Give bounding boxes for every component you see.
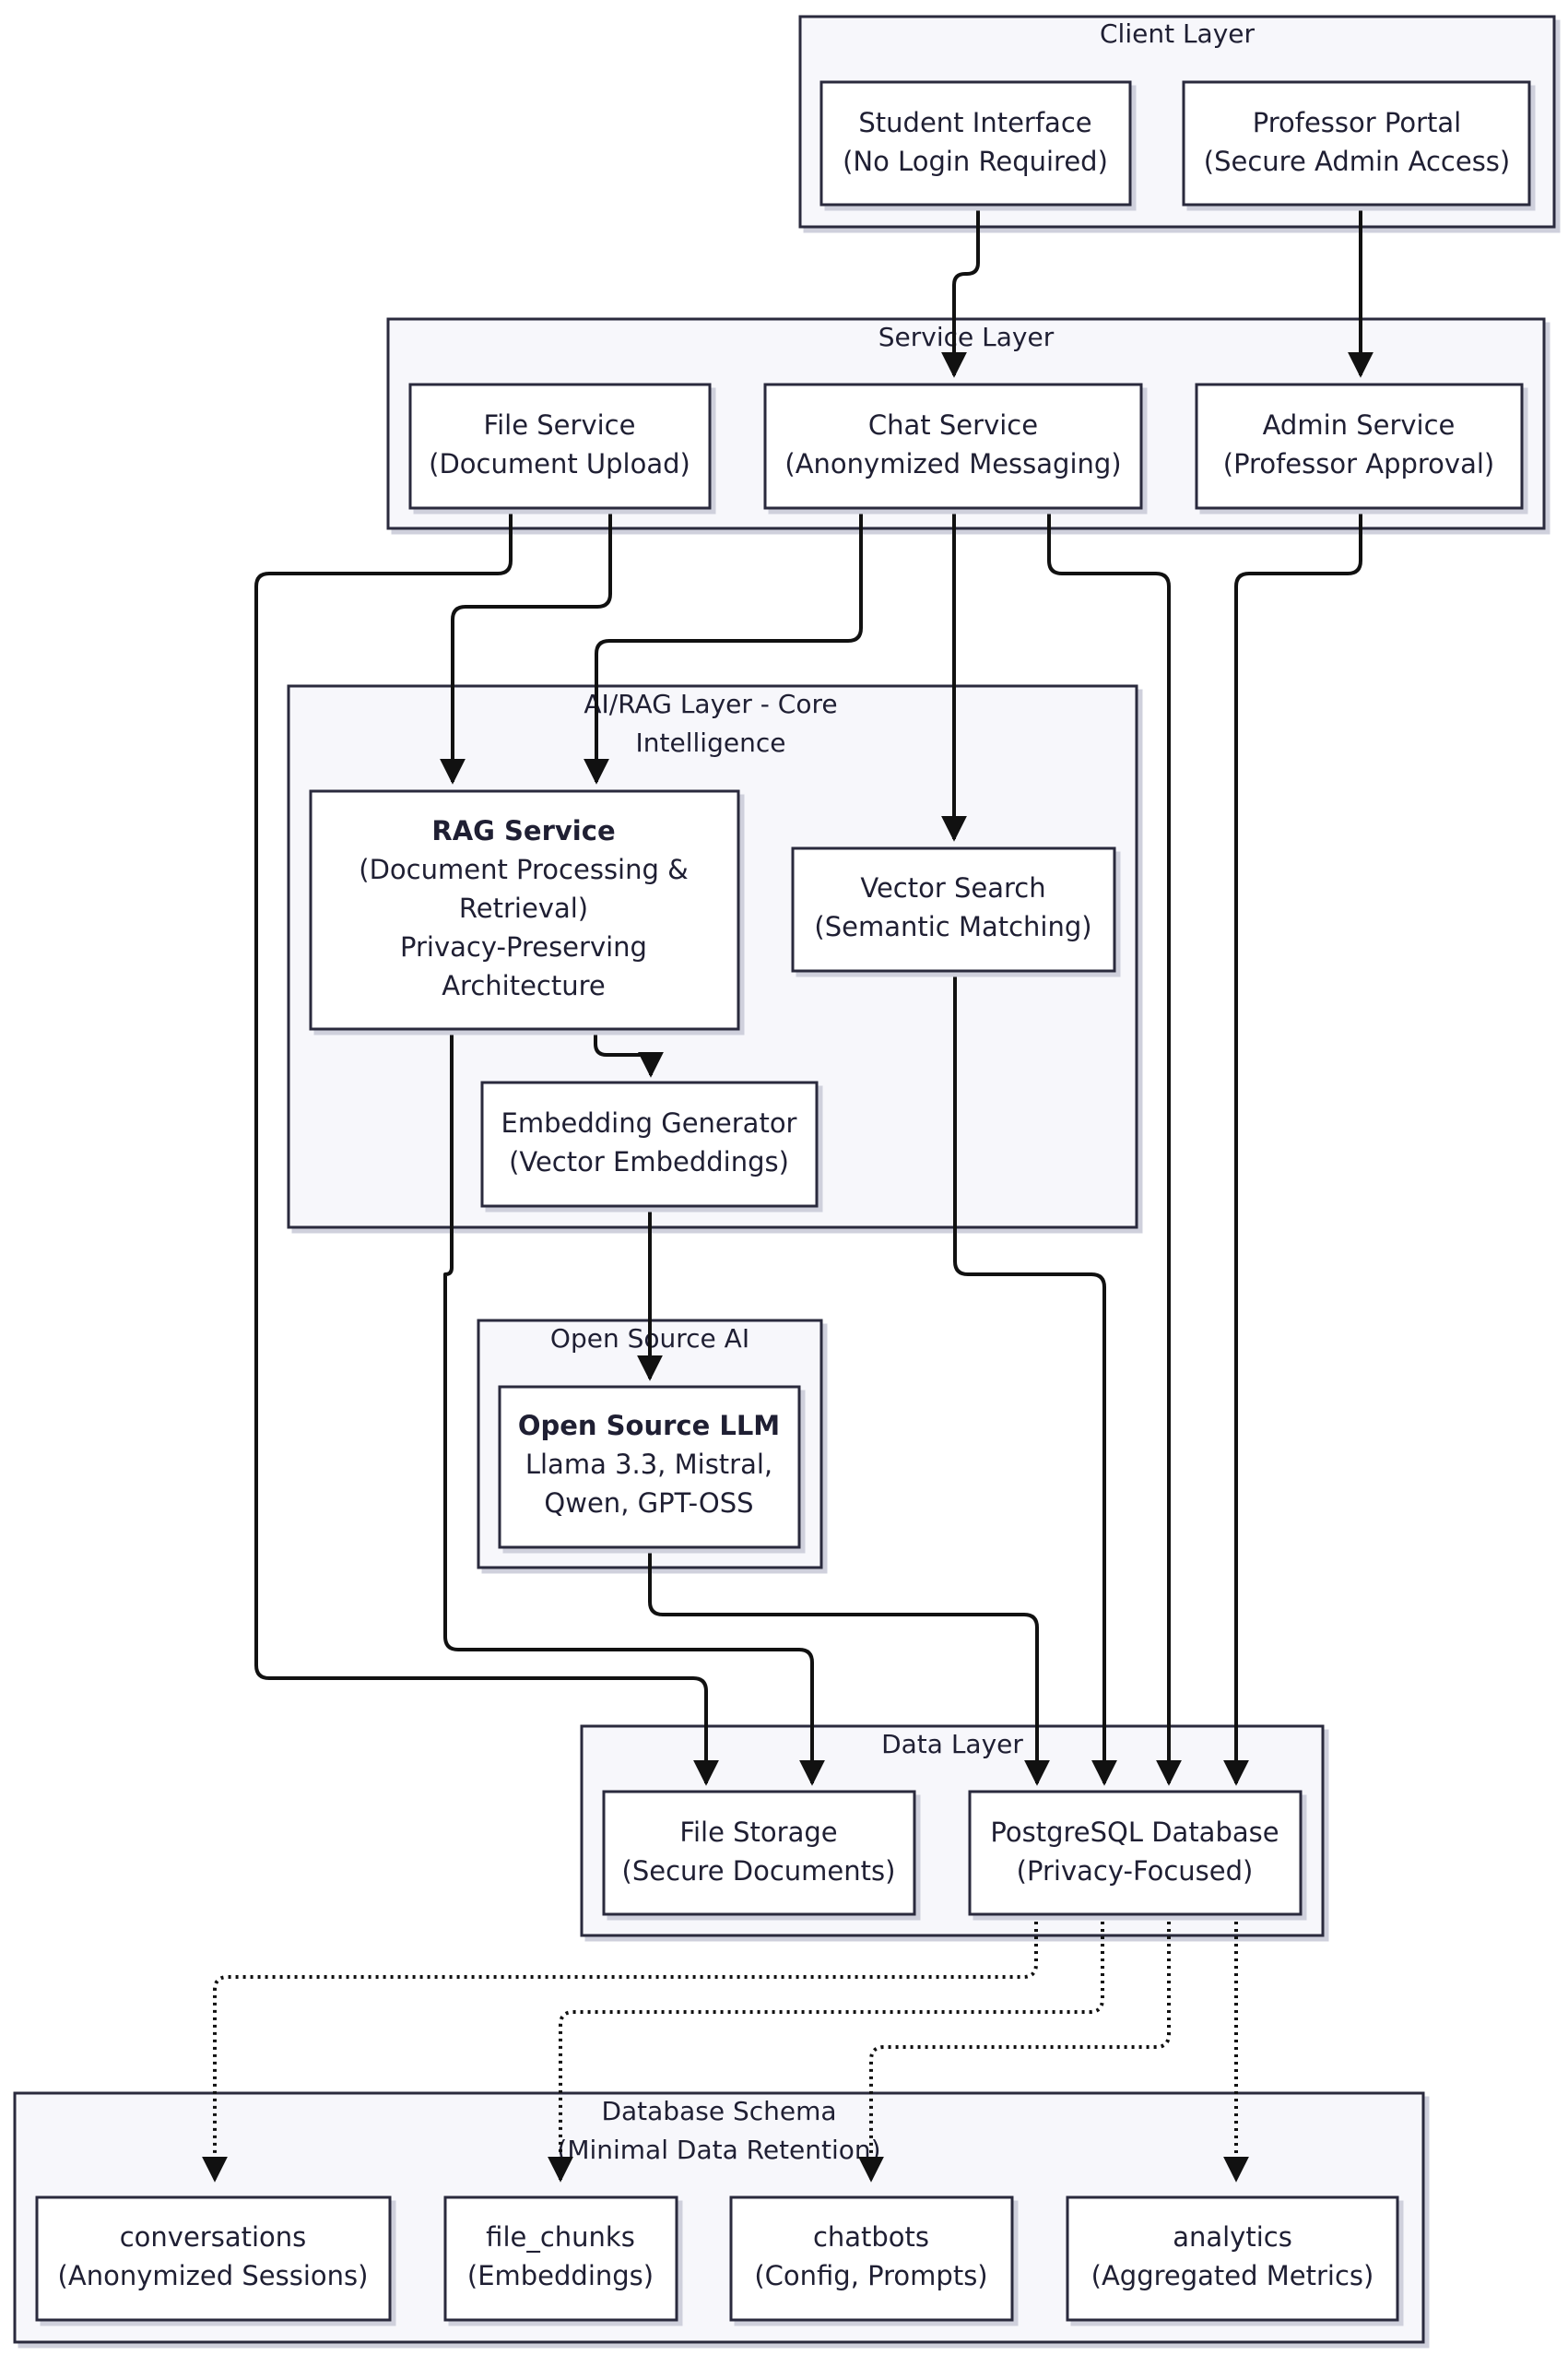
node-student-line1: Student Interface xyxy=(858,107,1091,138)
node-analytics: analytics (Aggregated Metrics) xyxy=(1066,2195,1399,2322)
node-adminservice-line1: Admin Service xyxy=(1263,409,1456,441)
node-chatservice-line2: (Anonymized Messaging) xyxy=(784,448,1121,479)
node-filestorage-line1: File Storage xyxy=(679,1817,837,1848)
node-adminservice-line2: (Professor Approval) xyxy=(1223,448,1494,479)
node-analytics-line1: analytics xyxy=(1173,2221,1292,2253)
node-vectorsearch-line1: Vector Search xyxy=(860,872,1045,904)
node-chatbots: chatbots (Config, Prompts) xyxy=(729,2195,1014,2322)
node-chatservice-line1: Chat Service xyxy=(868,409,1038,441)
node-rag-line3: Retrieval) xyxy=(459,893,588,924)
node-professor-portal: Professor Portal (Secure Admin Access) xyxy=(1182,80,1531,207)
node-vector-search: Vector Search (Semantic Matching) xyxy=(791,846,1116,973)
group-title-schema-line1: Database Schema xyxy=(601,2096,836,2126)
node-embedding-generator: Embedding Generator (Vector Embeddings) xyxy=(480,1081,819,1208)
node-student-interface: Student Interface (No Login Required) xyxy=(819,80,1132,207)
group-title-client: Client Layer xyxy=(1100,18,1256,49)
edge-fileservice-to-filestorage xyxy=(254,508,719,1786)
edge-chat-to-postgres xyxy=(1047,508,1182,1786)
group-title-data: Data Layer xyxy=(881,1729,1023,1759)
node-conversations-line1: conversations xyxy=(120,2221,307,2253)
edge-chat-to-rag xyxy=(584,508,863,785)
node-rag-line2: (Document Processing & xyxy=(359,854,688,885)
node-postgres-line2: (Privacy-Focused) xyxy=(1017,1855,1254,1887)
node-analytics-line2: (Aggregated Metrics) xyxy=(1091,2260,1374,2291)
node-embedding-line2: (Vector Embeddings) xyxy=(509,1146,789,1178)
node-file-chunks: file_chunks (Embeddings) xyxy=(443,2195,678,2322)
node-rag-line4: Privacy-Preserving xyxy=(400,931,647,963)
node-llm-line3: Qwen, GPT-OSS xyxy=(544,1487,753,1519)
node-fileservice-line2: (Document Upload) xyxy=(429,448,690,479)
node-file-service: File Service (Document Upload) xyxy=(408,383,712,510)
node-llm-line2: Llama 3.3, Mistral, xyxy=(525,1449,772,1480)
node-filechunks-line1: file_chunks xyxy=(486,2221,635,2253)
node-rag-line5: Architecture xyxy=(442,970,606,1001)
schema-edges xyxy=(202,1914,1249,2183)
node-professor-line1: Professor Portal xyxy=(1253,107,1461,138)
node-professor-line2: (Secure Admin Access) xyxy=(1204,146,1510,177)
edge-postgres-to-chatbots xyxy=(858,1914,1171,2183)
edge-admin-to-postgres xyxy=(1223,508,1362,1786)
group-title-schema-line2: (Minimal Data Retention) xyxy=(557,2135,880,2165)
node-student-line2: (No Login Required) xyxy=(843,146,1108,177)
edge-postgres-to-filechunks xyxy=(548,1914,1104,2183)
node-embedding-line1: Embedding Generator xyxy=(501,1107,797,1139)
group-title-service: Service Layer xyxy=(878,322,1055,352)
node-conversations: conversations (Anonymized Sessions) xyxy=(35,2195,392,2322)
edge-rag-to-filestorage xyxy=(443,1029,825,1786)
edge-vectorsearch-to-postgres xyxy=(953,971,1117,1786)
node-rag-service: RAG Service (Document Processing & Retri… xyxy=(309,789,740,1031)
node-filestorage-line2: (Secure Documents) xyxy=(622,1855,896,1887)
node-fileservice-line1: File Service xyxy=(484,409,636,441)
node-postgresql-database: PostgreSQL Database (Privacy-Focused) xyxy=(968,1790,1303,1916)
node-postgres-line1: PostgreSQL Database xyxy=(990,1817,1279,1848)
edges xyxy=(254,205,1373,1786)
node-chatbots-line2: (Config, Prompts) xyxy=(754,2260,987,2291)
node-open-source-llm: Open Source LLM Llama 3.3, Mistral, Qwen… xyxy=(498,1385,801,1549)
edge-llm-to-postgres xyxy=(648,1547,1050,1786)
group-title-ai-line1: AI/RAG Layer - Core xyxy=(584,689,837,719)
node-chatbots-line1: chatbots xyxy=(813,2221,929,2253)
node-rag-title: RAG Service xyxy=(431,815,615,846)
edge-student-to-chat xyxy=(941,205,980,378)
node-file-storage: File Storage (Secure Documents) xyxy=(602,1790,916,1916)
node-llm-title: Open Source LLM xyxy=(518,1410,780,1441)
node-vectorsearch-line2: (Semantic Matching) xyxy=(814,911,1091,942)
node-admin-service: Admin Service (Professor Approval) xyxy=(1195,383,1524,510)
node-chat-service: Chat Service (Anonymized Messaging) xyxy=(763,383,1143,510)
node-conversations-line2: (Anonymized Sessions) xyxy=(58,2260,369,2291)
edge-rag-to-embedding xyxy=(594,1029,664,1078)
group-title-ai-line2: Intelligence xyxy=(636,728,786,758)
node-filechunks-line2: (Embeddings) xyxy=(467,2260,654,2291)
edge-fileservice-to-rag xyxy=(440,508,612,785)
